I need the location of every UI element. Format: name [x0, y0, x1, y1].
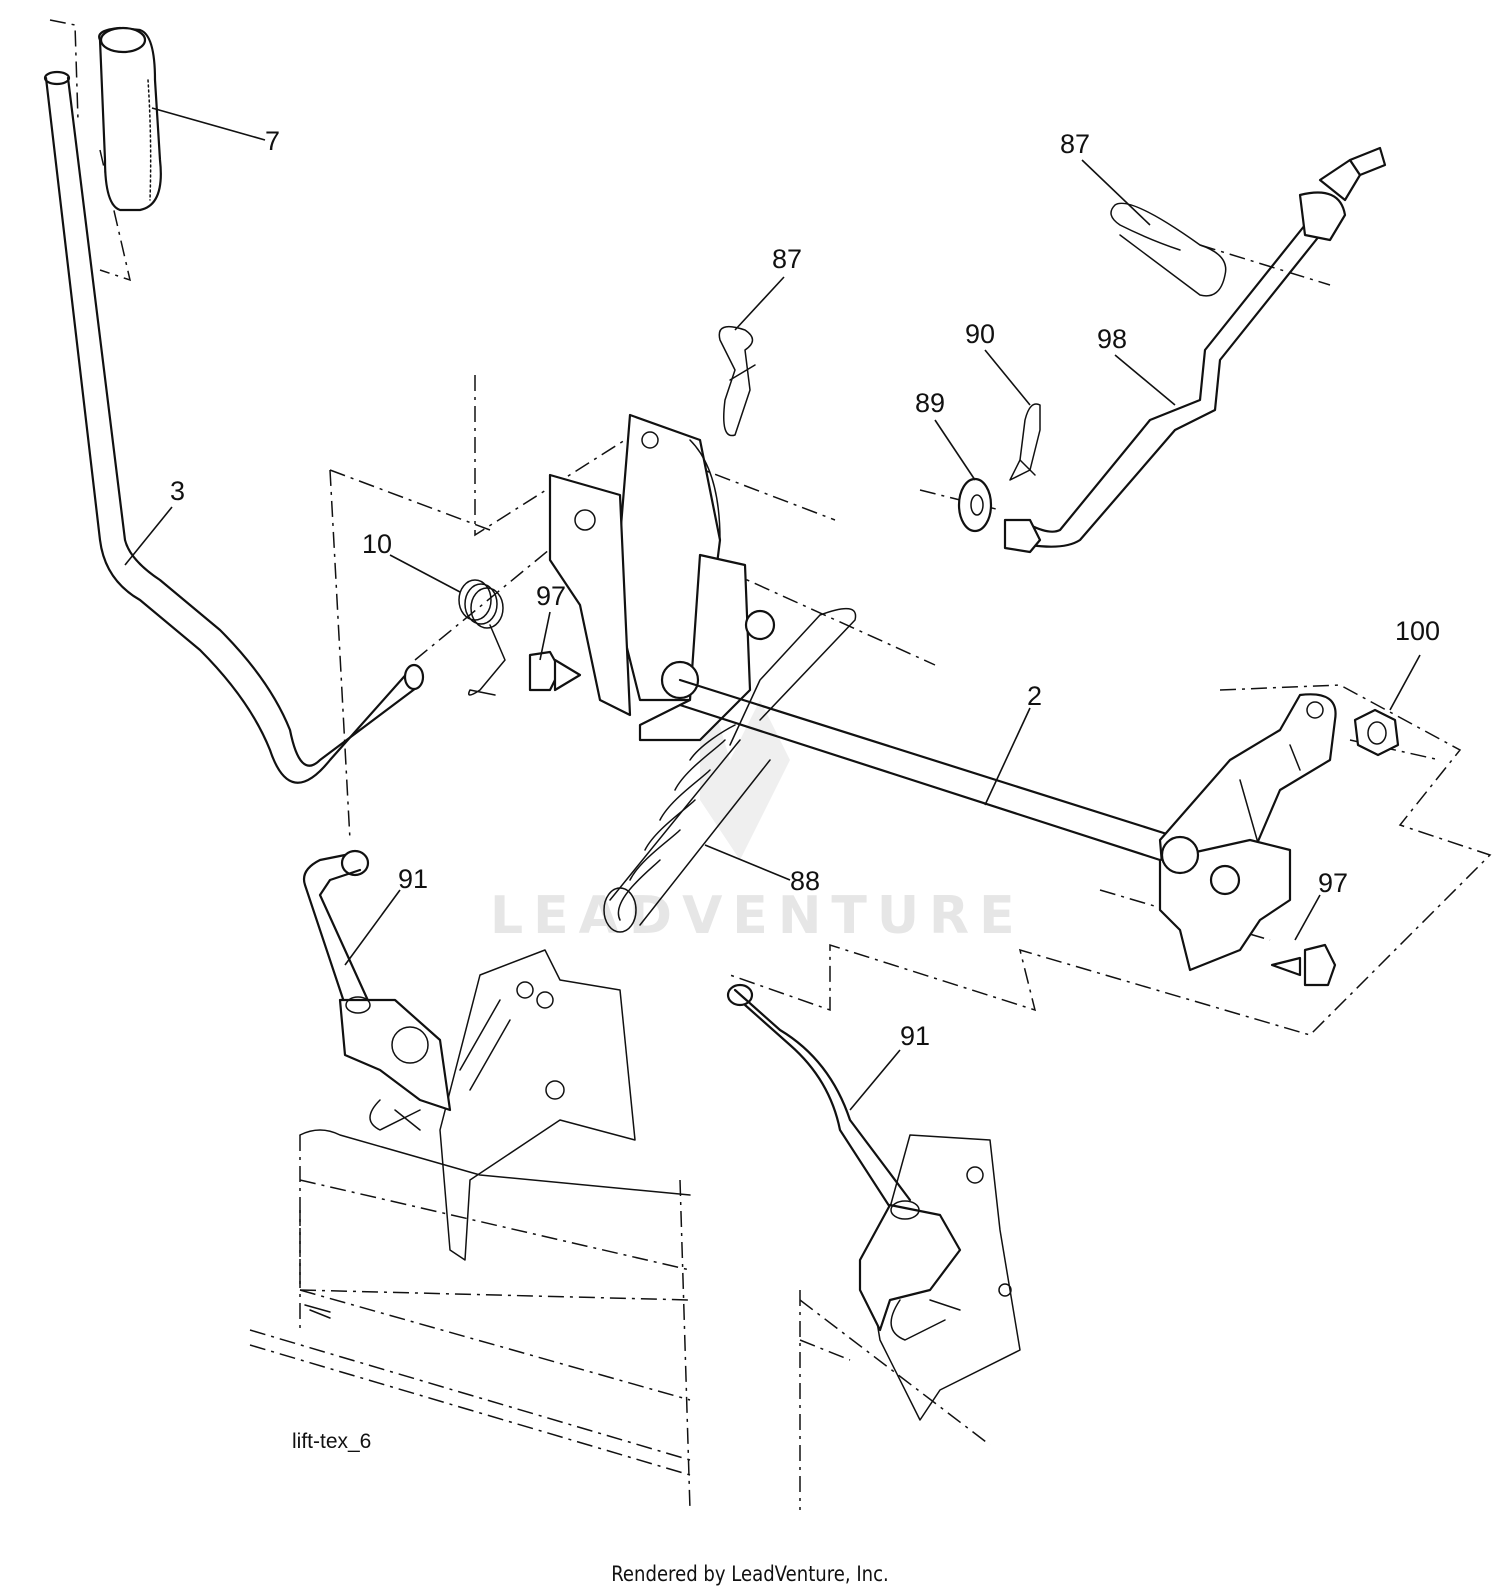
right-lift-arm — [1158, 693, 1337, 972]
callout-88: 88 — [790, 866, 820, 896]
watermark-text: LEADVENTURE — [490, 886, 1025, 946]
callout-91-left: 91 — [398, 864, 428, 894]
part-97-bolt-right — [1270, 943, 1337, 987]
mounting-bracket-center — [548, 413, 776, 742]
callout-87-center: 87 — [772, 244, 802, 274]
leader-lines — [124, 107, 1421, 1111]
part-87-hairpin-clip-center — [718, 325, 756, 437]
callout-91-right: 91 — [900, 1021, 930, 1051]
callout-90: 90 — [965, 319, 995, 349]
callout-97-right: 97 — [1318, 868, 1348, 898]
callout-97-left: 97 — [536, 581, 566, 611]
part-98-adjustment-rod — [1003, 146, 1387, 554]
callout-100: 100 — [1395, 616, 1440, 646]
callout-87-upper: 87 — [1060, 129, 1090, 159]
callout-10: 10 — [362, 529, 392, 559]
part-7-handle-grip — [98, 26, 162, 212]
right-mount-plate — [799, 1134, 1021, 1510]
footer-credit: Rendered by LeadVenture, Inc. — [611, 1562, 889, 1586]
callout-98: 98 — [1097, 324, 1127, 354]
callout-89: 89 — [915, 388, 945, 418]
part-3-lift-lever — [43, 70, 425, 784]
callout-3: 3 — [170, 476, 185, 506]
part-89-washer — [957, 477, 993, 533]
part-10-torsion-spring — [458, 579, 506, 696]
chassis-frame — [249, 1129, 691, 1511]
diagram-code-label: lift-tex_6 — [292, 1430, 372, 1453]
callout-7: 7 — [265, 126, 280, 156]
part-2-lift-shaft — [678, 678, 1172, 862]
callout-labels: 7 87 87 90 98 89 3 10 97 100 2 91 88 97 … — [170, 126, 1440, 1051]
watermark: LEADVENTURE — [490, 660, 1025, 946]
part-100-nut — [1353, 708, 1400, 757]
part-90-pin-clip — [1009, 403, 1041, 481]
part-88-extension-spring — [603, 607, 857, 933]
left-mount-plate — [439, 949, 636, 1261]
part-87-hairpin-clip-upper — [1110, 202, 1227, 297]
part-91-lift-link-left — [302, 849, 452, 1131]
callout-2: 2 — [1027, 681, 1042, 711]
part-97-bolt-left — [528, 650, 582, 692]
part-91-lift-link-right — [726, 983, 962, 1341]
